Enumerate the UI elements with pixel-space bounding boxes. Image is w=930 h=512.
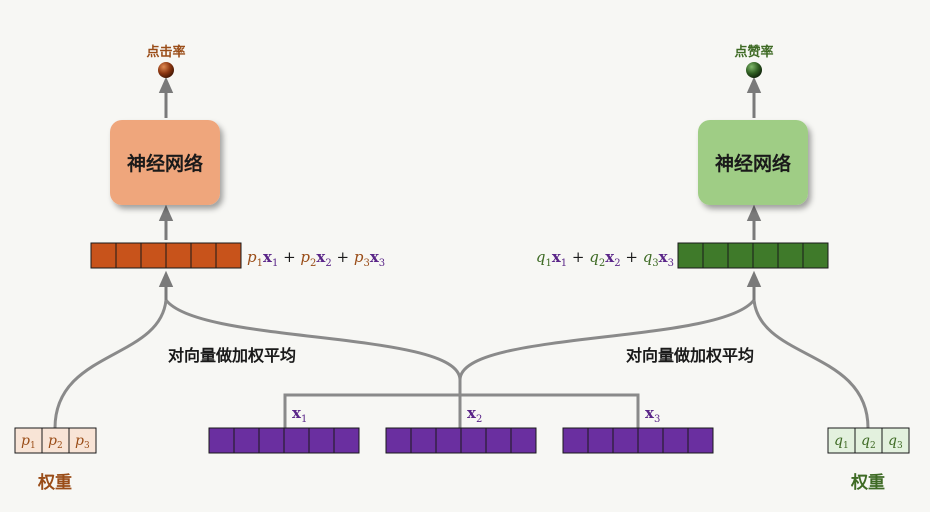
right-network-box <box>698 120 808 205</box>
x3-cell <box>612 427 639 454</box>
right-weights-label: 权重 <box>850 472 885 493</box>
vector-label-x3: x3 <box>645 404 660 425</box>
x1-cell <box>283 427 310 454</box>
left-weight-p1: p1 <box>21 433 36 451</box>
right-sum-cell <box>752 242 779 269</box>
left-weight-cell <box>14 427 43 454</box>
x1-cell <box>258 427 285 454</box>
left-weighted-average-label: 对向量做加权平均 <box>168 346 296 365</box>
left-output-label: 点击率 <box>146 44 185 60</box>
x1-bracket-line <box>283 393 460 428</box>
left-weight-p3: p3 <box>75 433 90 451</box>
right-weights-curve <box>752 299 870 429</box>
vector-label-x2: x2 <box>467 404 482 425</box>
right-weight-cell <box>854 427 883 454</box>
x3-cell <box>637 427 664 454</box>
x2-cell <box>460 427 487 454</box>
left-sum-cell <box>90 242 117 269</box>
x2-cell <box>410 427 437 454</box>
right-weight-cell <box>881 427 910 454</box>
right-sum-cell <box>777 242 804 269</box>
x2-cell <box>385 427 412 454</box>
left-sum-cell <box>165 242 192 269</box>
left-sum-cell <box>190 242 217 269</box>
right-sum-cell <box>702 242 729 269</box>
left-network-box <box>110 120 220 205</box>
left-weight-cell <box>68 427 97 454</box>
left-weighted-curve <box>164 299 462 381</box>
right-formula: q1x1 + q2x2 + q3x3 <box>536 248 674 269</box>
left-sum-vector <box>90 242 242 269</box>
right-output-node <box>746 62 762 78</box>
left-formula: p1x1 + p2x2 + p3x3 <box>247 248 385 269</box>
vector-label-x1: x1 <box>292 404 307 425</box>
left-weights-label: 权重 <box>37 472 72 493</box>
left-output-node <box>158 62 174 78</box>
input-vector-labels: x1 x2 x3 <box>292 404 660 425</box>
x2-cell <box>485 427 512 454</box>
x1-cell <box>333 427 360 454</box>
x3-cell <box>562 427 589 454</box>
left-weights-curve <box>53 299 168 429</box>
x3-cell <box>662 427 689 454</box>
x1-cell <box>308 427 335 454</box>
x1-cell <box>233 427 260 454</box>
x2-cell <box>510 427 537 454</box>
input-vectors <box>208 427 714 454</box>
left-sum-cell <box>115 242 142 269</box>
x3-cell <box>587 427 614 454</box>
right-weighted-average-label: 对向量做加权平均 <box>626 346 754 365</box>
right-weighted-curve <box>458 299 756 381</box>
left-weights-vector: p1 p2 p3 <box>14 427 97 454</box>
arrows <box>158 76 762 300</box>
right-output-label: 点赞率 <box>734 44 773 60</box>
right-weight-q1: q1 <box>834 433 849 451</box>
x3-bracket-line <box>460 393 640 428</box>
x3-cell <box>687 427 714 454</box>
right-sum-cell <box>727 242 754 269</box>
right-sum-vector <box>677 242 829 269</box>
right-network-label: 神经网络 <box>715 152 791 175</box>
x2-cell <box>435 427 462 454</box>
connector-lines <box>53 299 870 429</box>
left-network-label: 神经网络 <box>127 152 203 175</box>
right-weights-vector: q1 q2 q3 <box>827 427 910 454</box>
x1-cell <box>208 427 235 454</box>
right-sum-cell <box>802 242 829 269</box>
left-weight-p2: p2 <box>48 433 63 451</box>
right-weight-q3: q3 <box>888 433 903 451</box>
right-weight-q2: q2 <box>861 433 876 451</box>
left-sum-cell <box>140 242 167 269</box>
right-sum-cell <box>677 242 704 269</box>
left-sum-cell <box>215 242 242 269</box>
